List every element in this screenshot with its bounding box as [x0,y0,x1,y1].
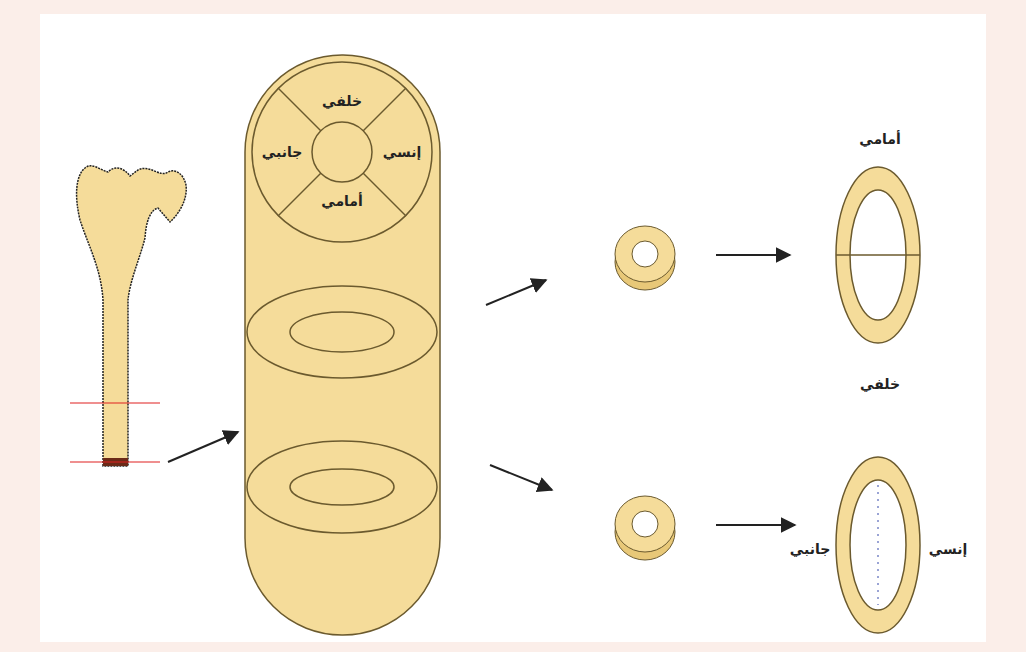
femur [77,166,187,466]
cut-line [70,461,160,462]
arrow [716,524,795,526]
direction-label: إنسي [383,145,421,160]
cut-ring-longitudinal [836,457,920,633]
direction-label: جانبي [790,542,830,557]
ring-hole [290,312,394,352]
disc [615,496,675,560]
cut-ring-transverse [836,167,920,343]
ring-section [247,286,437,378]
arrow [716,254,790,256]
disc [615,226,675,290]
direction-label: خلفي [322,94,362,109]
cut-line [70,402,160,403]
direction-label: أمامي [321,194,363,209]
direction-label: خلفي [860,377,900,392]
direction-label: جانبي [262,145,302,160]
cross-section-circle [252,62,432,242]
ring-section [247,441,437,533]
direction-label: أمامي [859,132,901,147]
panel [40,14,986,642]
arrow [486,280,546,305]
arrow [490,465,552,490]
arrow [168,432,238,462]
direction-label: إنسي [929,542,967,557]
bone-segment [245,55,440,635]
ring-hole [290,469,394,505]
